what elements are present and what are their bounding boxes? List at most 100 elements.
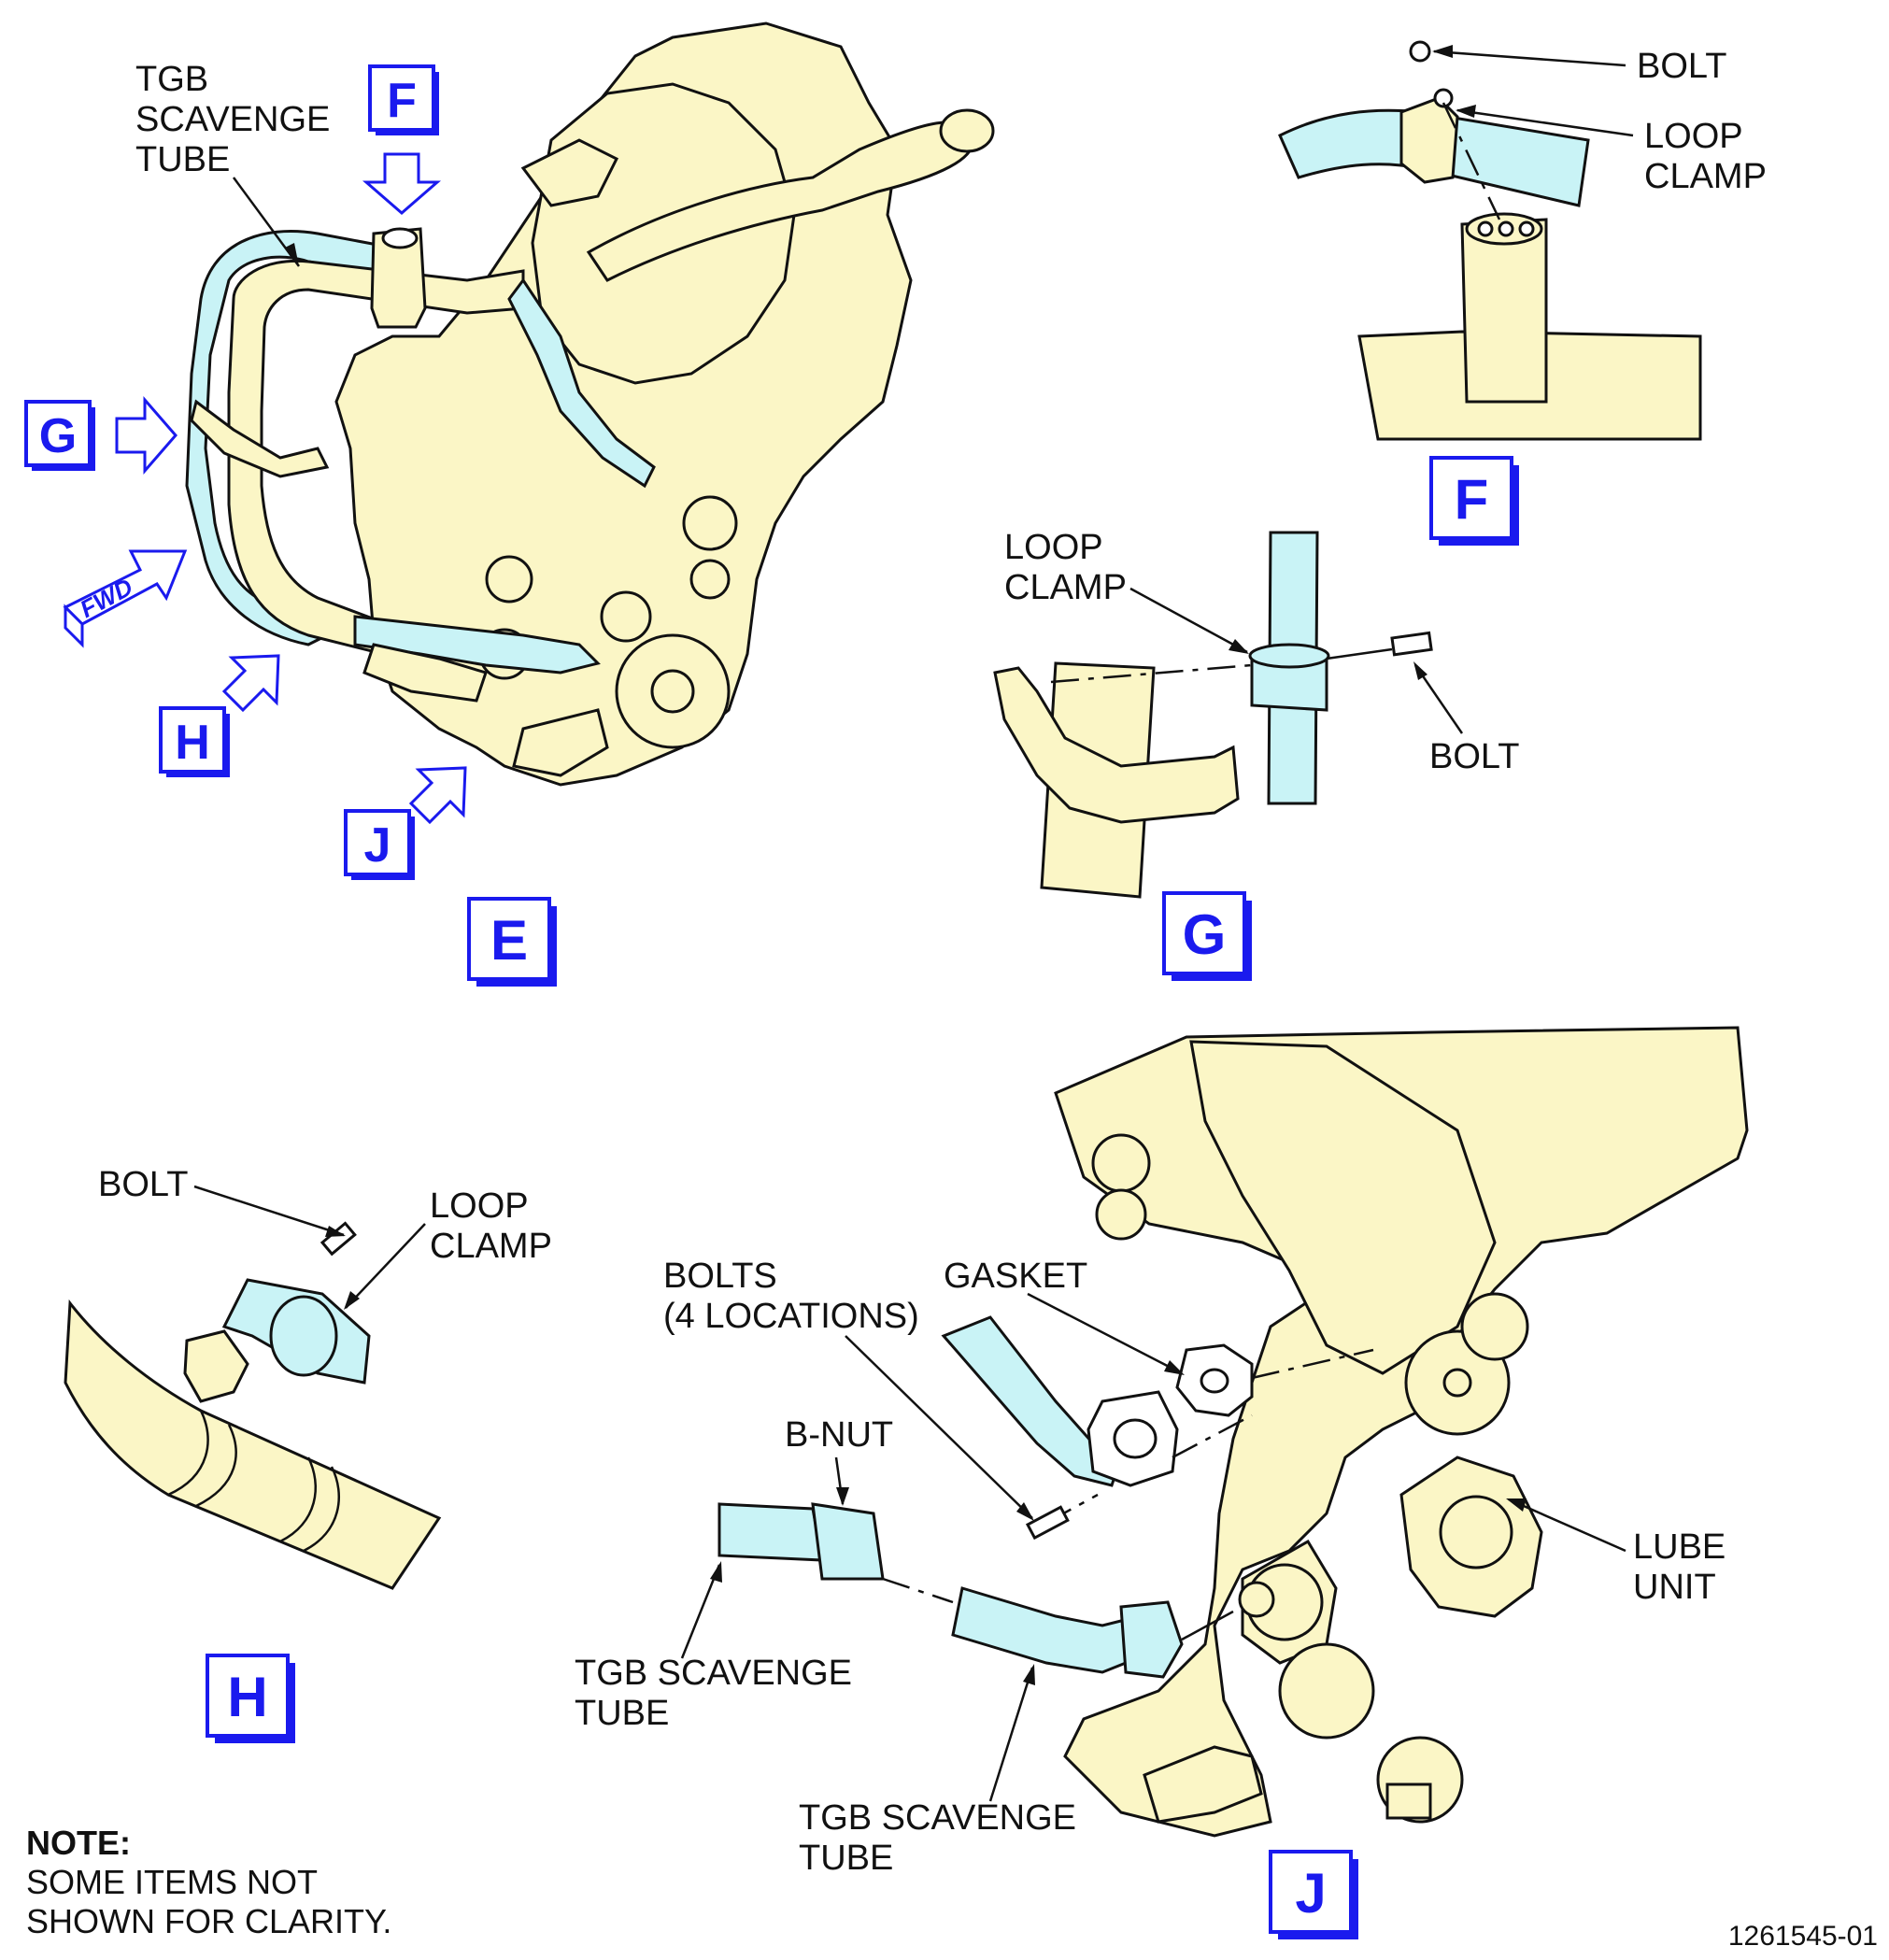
view-f-hole-2	[1498, 220, 1514, 237]
view-g-centerline-2	[1326, 647, 1393, 660]
view-j-lube-leader	[1508, 1498, 1626, 1553]
view-j-tube-a-label-1: TGB SCAVENGE	[575, 1654, 852, 1693]
view-j-gasket-leader	[1027, 1292, 1183, 1375]
view-j-gasket-bore	[1200, 1368, 1229, 1394]
view-j-tube-a-leader	[680, 1564, 721, 1659]
callout-g-box	[24, 400, 92, 467]
callout-f-arrow	[362, 152, 442, 215]
view-f-label-box	[1429, 456, 1513, 540]
view-h-bracket	[183, 1329, 249, 1403]
view-j-lobe	[1189, 1040, 1497, 1375]
note-line-1: SOME ITEMS NOT	[26, 1863, 318, 1901]
view-h-tube-elbow	[64, 1299, 442, 1590]
clamp-f-main-bolt	[381, 227, 419, 249]
view-j-flange-centerline	[1172, 1413, 1253, 1459]
view-j-bottom-nut	[1385, 1782, 1432, 1820]
callout-h-arrow	[221, 654, 280, 713]
view-f-clamp-label-1: LOOP	[1644, 117, 1743, 156]
view-g-clamp-arrowhead	[1229, 639, 1249, 654]
note-line-2: SHOWN FOR CLARITY.	[26, 1902, 391, 1940]
callout-j-box	[344, 809, 411, 876]
view-j-gasket-centerline	[1251, 1348, 1374, 1380]
view-h-bolt-arrowhead	[325, 1226, 346, 1237]
view-g-bracket	[993, 666, 1240, 824]
view-j-lower-port	[1278, 1642, 1375, 1740]
view-f-bolt	[1409, 40, 1431, 63]
view-h-clamp-label-1: LOOP	[430, 1186, 529, 1226]
view-j-lube-arrowhead	[1506, 1498, 1527, 1512]
bracket-g-main	[190, 399, 330, 478]
view-j-right-tube-nut	[1119, 1600, 1184, 1679]
view-g-clamp-top	[1248, 643, 1330, 669]
view-f-centerline	[1442, 102, 1501, 220]
view-g-clamp-label-2: CLAMP	[1004, 568, 1127, 607]
callout-j-arrow	[408, 766, 467, 825]
view-f-bolt-arrowhead	[1432, 45, 1453, 58]
view-j-gearbox	[1054, 1026, 1749, 1838]
view-j-bolts-label-2: (4 LOCATIONS)	[663, 1297, 919, 1336]
view-j-left-tube	[717, 1502, 824, 1562]
view-h-label: H	[227, 1666, 267, 1728]
view-h-bolt	[320, 1221, 357, 1257]
view-h-clamp-arrowhead	[344, 1291, 360, 1310]
callout-g-text: G	[39, 409, 77, 463]
tgb-leader-arrowhead	[285, 243, 299, 266]
view-f-hole-1	[1477, 220, 1494, 237]
view-j-boss-1	[1091, 1133, 1151, 1193]
view-h-bolt-leader	[193, 1185, 345, 1237]
view-j-flange-bore	[1113, 1418, 1158, 1459]
view-j-label: J	[1295, 1862, 1326, 1924]
fwd-arrow: FWD	[63, 549, 188, 648]
view-j-lube-cap	[1439, 1495, 1513, 1569]
tgb-label-line3: TUBE	[135, 140, 230, 179]
view-j-tube-b-arrowhead	[1023, 1664, 1035, 1685]
view-j-tube-b-label-1: TGB SCAVENGE	[799, 1798, 1076, 1838]
view-f-boss	[1460, 218, 1548, 404]
view-e-label: E	[490, 909, 528, 972]
view-h-clamp-leader	[345, 1223, 426, 1309]
view-h-band-3	[279, 1456, 317, 1543]
view-h-band-4	[303, 1466, 340, 1553]
view-f-label: F	[1455, 468, 1489, 531]
main-view-e: TGB SCAVENGE TUBE F G FWD H J	[24, 21, 995, 987]
view-g-bolt-label: BOLT	[1429, 737, 1519, 776]
view-g-bolt-arrowhead	[1413, 661, 1427, 680]
view-j-bnut-label: B-NUT	[785, 1415, 893, 1455]
tgb-scavenge-tube-main	[185, 108, 995, 703]
view-h-label-box	[206, 1654, 290, 1738]
view-j-tube-a-arrowhead	[710, 1561, 722, 1583]
view-h-bolt-label: BOLT	[98, 1165, 188, 1204]
note-block: NOTE: SOME ITEMS NOT SHOWN FOR CLARITY.	[26, 1824, 391, 1940]
view-j-bnut-centerline	[882, 1577, 954, 1604]
callout-h-text: H	[175, 716, 210, 770]
view-f-loop-clamp	[1399, 96, 1459, 184]
figure-id: 1261545-01	[1728, 1921, 1878, 1952]
view-f: BOLT LOOP CLAMP F	[1278, 40, 1767, 546]
view-f-clamp-hole	[1433, 88, 1454, 108]
view-j-tube-b-label-2: TUBE	[799, 1839, 893, 1878]
view-j-b-nut	[811, 1502, 885, 1581]
view-j-fitting-nipple	[1238, 1581, 1275, 1618]
tgb-label-line2: SCAVENGE	[135, 100, 330, 139]
view-j-right-tube	[951, 1586, 1151, 1674]
view-f-bolt-leader	[1433, 50, 1626, 67]
callout-f-text: F	[387, 74, 417, 128]
view-f-clamp-arrowhead	[1456, 105, 1476, 118]
callout-f-box	[368, 64, 435, 132]
note-heading: NOTE:	[26, 1824, 131, 1862]
view-j-port-2	[1460, 1292, 1529, 1361]
view-j-bolts-label-1: BOLTS	[663, 1257, 777, 1296]
view-h-clamp-label-2: CLAMP	[430, 1227, 552, 1266]
view-g-clamp-label-1: LOOP	[1004, 528, 1103, 567]
view-j-port-1-center	[1442, 1368, 1472, 1398]
view-h: BOLT LOOP CLAMP H	[64, 1165, 552, 1743]
view-j-label-box	[1269, 1850, 1353, 1934]
clamp-f-main	[370, 227, 427, 329]
view-j-lower-bracket	[1143, 1745, 1263, 1824]
view-j-gasket-label: GASKET	[944, 1257, 1087, 1296]
view-j-tube-a-label-2: TUBE	[575, 1694, 669, 1733]
view-g-clamp-leader	[1129, 587, 1248, 654]
view-e-box	[467, 897, 551, 981]
view-j-bolts-leader	[845, 1335, 1033, 1519]
